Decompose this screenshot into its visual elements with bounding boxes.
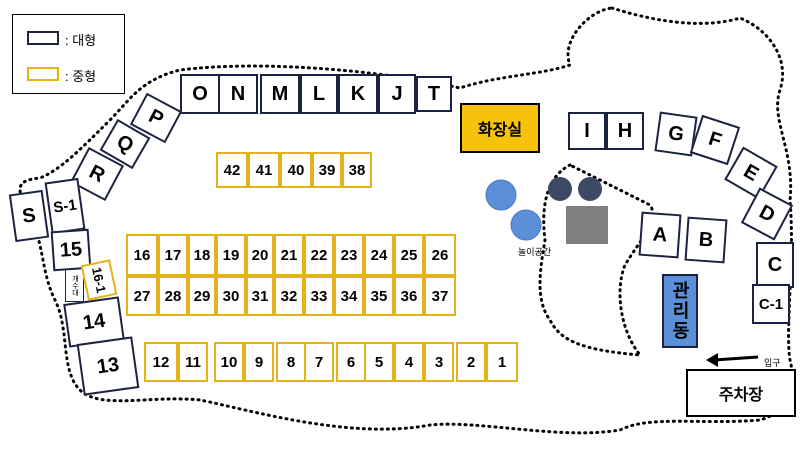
site-3[interactable]: 3 <box>424 342 454 382</box>
playground-label: 놀이공간 <box>518 247 552 257</box>
site-12[interactable]: 12 <box>144 342 178 382</box>
site-19[interactable]: 19 <box>216 234 246 276</box>
site-2[interactable]: 2 <box>456 342 486 382</box>
site-7[interactable]: 7 <box>304 342 334 382</box>
inner-boundary <box>538 163 655 357</box>
legend-medium-swatch <box>27 67 59 81</box>
site-9[interactable]: 9 <box>244 342 274 382</box>
site-b[interactable]: B <box>684 216 728 264</box>
site-31[interactable]: 31 <box>246 276 274 316</box>
site-30[interactable]: 30 <box>216 276 246 316</box>
site-6[interactable]: 6 <box>336 342 366 382</box>
entrance-arrow <box>713 355 759 362</box>
site-29[interactable]: 29 <box>188 276 216 316</box>
site-28[interactable]: 28 <box>158 276 188 316</box>
site-32[interactable]: 32 <box>274 276 304 316</box>
site-25[interactable]: 25 <box>394 234 424 276</box>
site-16[interactable]: 16 <box>126 234 158 276</box>
site-37[interactable]: 37 <box>424 276 456 316</box>
playground-circle <box>578 177 602 201</box>
site-42[interactable]: 42 <box>216 152 248 188</box>
site-21[interactable]: 21 <box>274 234 304 276</box>
management-office[interactable]: 관리동 <box>662 274 698 348</box>
site-c-1[interactable]: C-1 <box>752 284 790 324</box>
site-5[interactable]: 5 <box>364 342 394 382</box>
legend: : 대형 : 중형 <box>12 14 125 94</box>
site-24[interactable]: 24 <box>364 234 394 276</box>
site-n[interactable]: N <box>218 74 258 114</box>
entrance-arrow-head <box>706 353 718 367</box>
site-m[interactable]: M <box>260 74 300 114</box>
site-34[interactable]: 34 <box>334 276 364 316</box>
site-k[interactable]: K <box>338 74 378 114</box>
site-c[interactable]: C <box>756 242 794 288</box>
playground-circle <box>485 179 517 211</box>
site-s[interactable]: S <box>8 189 50 243</box>
site-33[interactable]: 33 <box>304 276 334 316</box>
site-h[interactable]: H <box>606 112 644 150</box>
site-j[interactable]: J <box>378 74 416 114</box>
legend-medium-label: : 중형 <box>65 69 97 84</box>
site-t[interactable]: T <box>416 76 452 112</box>
site-11[interactable]: 11 <box>178 342 208 382</box>
legend-large-label: : 대형 <box>65 33 97 48</box>
parking-lot[interactable]: 주차장 <box>686 369 796 417</box>
site-8[interactable]: 8 <box>276 342 306 382</box>
site-38[interactable]: 38 <box>342 152 372 188</box>
site-i[interactable]: I <box>568 112 606 150</box>
site-4[interactable]: 4 <box>394 342 424 382</box>
site-s-1[interactable]: S-1 <box>44 177 86 235</box>
playground-square <box>566 206 608 244</box>
site-27[interactable]: 27 <box>126 276 158 316</box>
site-a[interactable]: A <box>638 211 682 259</box>
site-10[interactable]: 10 <box>214 342 244 382</box>
site-23[interactable]: 23 <box>334 234 364 276</box>
site-39[interactable]: 39 <box>312 152 342 188</box>
site-35[interactable]: 35 <box>364 276 394 316</box>
site-40[interactable]: 40 <box>280 152 312 188</box>
site-36[interactable]: 36 <box>394 276 424 316</box>
site-26[interactable]: 26 <box>424 234 456 276</box>
playground-circle <box>548 177 572 201</box>
site-17[interactable]: 17 <box>158 234 188 276</box>
outer-boundary <box>18 6 794 435</box>
legend-large-swatch <box>27 31 59 45</box>
site-1[interactable]: 1 <box>486 342 518 382</box>
toilet[interactable]: 화장실 <box>460 103 540 153</box>
site-13[interactable]: 13 <box>76 336 140 396</box>
playground-circle <box>510 209 542 241</box>
site-41[interactable]: 41 <box>248 152 280 188</box>
site-o[interactable]: O <box>180 74 220 114</box>
small-sink-site[interactable]: 개수대 <box>65 268 84 302</box>
site-20[interactable]: 20 <box>246 234 274 276</box>
site-l[interactable]: L <box>300 74 338 114</box>
site-18[interactable]: 18 <box>188 234 216 276</box>
entrance-label: 입구 <box>764 358 781 368</box>
site-22[interactable]: 22 <box>304 234 334 276</box>
